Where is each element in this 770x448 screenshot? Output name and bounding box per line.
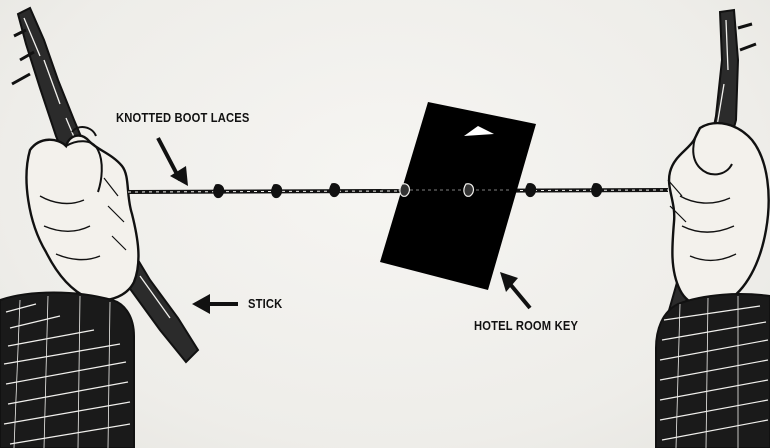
- label-stick: STICK: [248, 296, 282, 311]
- knot: [400, 184, 410, 197]
- knot: [526, 184, 536, 197]
- knot: [330, 184, 340, 197]
- arrow-icon-laces: [158, 138, 188, 186]
- knot: [272, 185, 282, 198]
- knot: [214, 185, 224, 198]
- right-hand: [668, 123, 769, 307]
- knot: [464, 184, 474, 197]
- knot: [592, 184, 602, 197]
- label-knotted-boot-laces: KNOTTED BOOT LACES: [116, 110, 250, 125]
- left-sleeve: [0, 293, 134, 448]
- arrow-icon-key: [500, 272, 530, 308]
- left-hand: [27, 127, 139, 300]
- arrow-icon-stick: [192, 294, 238, 314]
- label-hotel-room-key: HOTEL ROOM KEY: [474, 318, 578, 333]
- right-sleeve: [656, 294, 770, 448]
